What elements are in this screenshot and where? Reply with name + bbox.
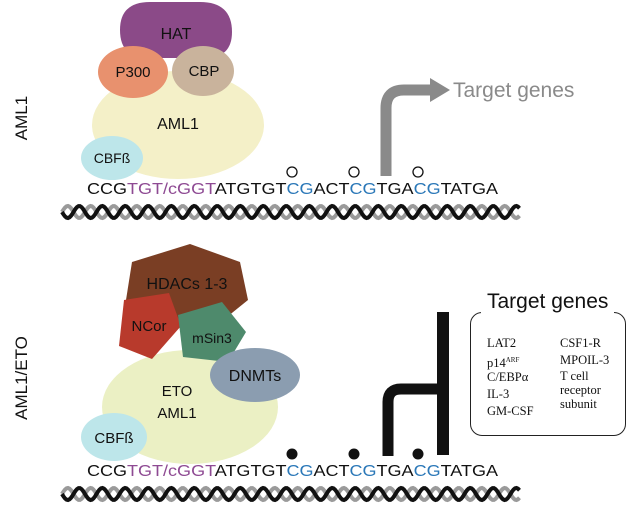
hat-label: HAT xyxy=(161,26,192,43)
target-genes-label-top: Target genes xyxy=(453,79,574,102)
sequence-segment: CG xyxy=(350,463,377,480)
cpg-unmethylated-2 xyxy=(348,166,360,178)
sequence-segment: TATGA xyxy=(441,463,499,480)
target-gene: LAT2 xyxy=(487,336,517,350)
sequence-segment: TGA xyxy=(377,463,415,480)
aml1-label: AML1 xyxy=(157,116,199,133)
target-gene: CSF1-R xyxy=(560,336,601,350)
dna-strand-back xyxy=(60,203,521,221)
ncor-protein xyxy=(119,293,181,359)
panel-aml1: AML1 HAT P300 CBP AML1 CBFß Target genes… xyxy=(12,2,574,221)
target-gene: T cell xyxy=(560,369,589,383)
cbp-label: CBP xyxy=(189,63,220,80)
panel-label-aml1-eto: AML1/ETO xyxy=(12,336,31,420)
sequence-segment: TGT/cGGT xyxy=(127,181,217,198)
target-gene: IL-3 xyxy=(487,387,510,401)
hdacs-label: HDACs 1-3 xyxy=(147,276,228,293)
sequence-segment: ACT xyxy=(314,181,351,198)
cpg-methylated-3 xyxy=(412,448,424,460)
hat-protein xyxy=(120,2,232,58)
eto-label: ETO xyxy=(162,383,193,400)
repression-symbol xyxy=(382,383,440,456)
sequence-segment: CG xyxy=(414,463,441,480)
cpg-methylated-1 xyxy=(286,448,298,460)
target-genes-box xyxy=(470,312,626,436)
dna-strand-front xyxy=(60,203,521,221)
sequence-segment: CG xyxy=(286,463,313,480)
cpg-unmethylated-1 xyxy=(286,166,298,178)
transcription-arrowhead xyxy=(430,78,450,102)
sequence-segment: TATGA xyxy=(441,181,499,198)
sequence-segment: CG xyxy=(286,181,313,198)
target-gene: subunit xyxy=(560,397,597,411)
p300-label: P300 xyxy=(115,64,150,81)
sequence-segment: ACT xyxy=(314,463,351,480)
target-gene: p14ARF xyxy=(487,356,520,371)
target-gene: receptor xyxy=(560,383,601,397)
cbfb-label-bottom: CBFß xyxy=(94,430,133,447)
cbfb-protein-bottom xyxy=(81,413,147,461)
panel-label-aml1: AML1 xyxy=(12,96,31,140)
dna-helix-top xyxy=(60,203,521,221)
dna-strand-back xyxy=(60,485,521,503)
panel-aml1-eto: AML1/ETO HDACs 1-3 NCor mSin3 DNMTs ETO … xyxy=(12,244,521,503)
cpg-methylated-2 xyxy=(348,448,360,460)
target-gene: GM-CSF xyxy=(487,404,534,418)
dna-strand-front xyxy=(60,485,521,503)
sequence-segment: ATGTGT xyxy=(215,463,287,480)
dnmts-protein xyxy=(210,348,300,402)
ncor-label: NCor xyxy=(131,318,166,335)
sequence-segment: CG xyxy=(350,181,377,198)
dna-helix-bottom xyxy=(60,485,521,503)
cbfb-label-top: CBFß xyxy=(94,150,131,166)
cbp-protein xyxy=(172,46,234,96)
cpg-unmethylated-3 xyxy=(412,166,424,178)
target-gene: MPOIL-3 xyxy=(560,353,610,367)
msin3-protein xyxy=(178,302,246,362)
msin3-label: mSin3 xyxy=(192,330,232,346)
dnmts-label: DNMTs xyxy=(229,368,281,385)
sequence-segment: TGT/cGGT xyxy=(127,463,217,480)
aml1-label-bottom: AML1 xyxy=(157,405,196,422)
sequence-segment: CCG xyxy=(87,181,127,198)
sequence-segment: ATGTGT xyxy=(215,181,287,198)
sequence-segment: CCG xyxy=(87,463,127,480)
target-genes-box-title: Target genes xyxy=(481,290,615,314)
transcription-arrow xyxy=(380,84,432,176)
sequence-segment: TGA xyxy=(377,181,415,198)
p300-protein xyxy=(98,46,168,98)
cbfb-protein-top xyxy=(81,136,143,180)
sequence-segment: CG xyxy=(414,181,441,198)
target-gene: C/EBPα xyxy=(487,370,529,384)
